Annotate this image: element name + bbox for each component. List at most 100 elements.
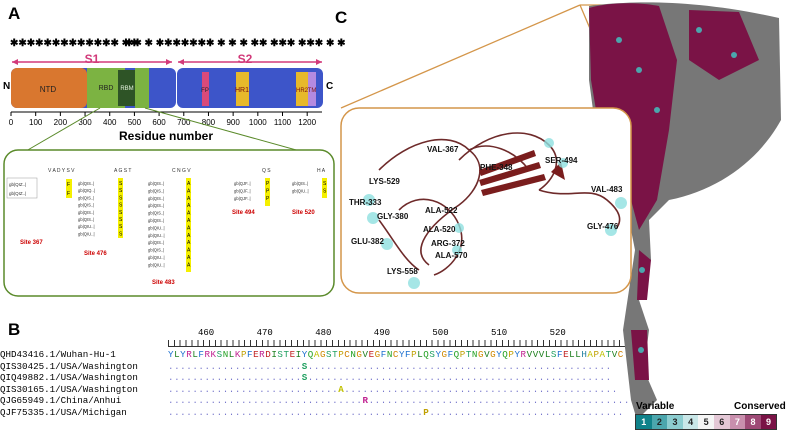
legend-grade-6: 6 (713, 415, 730, 429)
axis-tick-label: 0 (9, 118, 14, 127)
axis-tick-label: 200 (54, 118, 68, 127)
rbm-domain (118, 70, 136, 106)
s1-label: S1 (85, 52, 100, 66)
sequence-name: QJF75335.1/USA/Michigan (0, 406, 127, 418)
sequence-name: QHD43416.1/Wuhan-Hu-1 (0, 349, 116, 360)
site-seq-id: gb|QJF..| (234, 196, 251, 201)
ruler-position: 470 (256, 328, 273, 338)
site-seq-id: gb|QIS..| (148, 240, 164, 245)
sequence-residues: ......................S.................… (168, 372, 612, 383)
ruler-position: 510 (491, 328, 508, 338)
site-seq-id: gb|QIS..| (148, 196, 164, 201)
ruler-position: 520 (549, 328, 566, 338)
residue-label: LYS-558 (387, 267, 418, 276)
sequence-name: QJG65949.1/China/Anhui (0, 395, 122, 406)
residue-label: ALA-522 (425, 206, 458, 215)
domain-map: ✱✱✱✱✱✱✱✱✱✱✱✱✱ ✱✱ ✱✱ ✱ ✱✱✱✱✱✱✱ ✱ ✱ ✱ ✱✱ ✱… (3, 38, 345, 297)
site-seq-id: gb|QIS..| (78, 217, 94, 222)
site-476-label: Site 476 (84, 251, 107, 257)
svg-text:F: F (67, 182, 70, 188)
axis-tick-label: 800 (202, 118, 216, 127)
site-seq-id: gb|QJF..| (234, 181, 251, 186)
axis-tick-label: 1200 (298, 118, 316, 127)
site-substitution: A (187, 218, 191, 224)
sequence-name: QIS30425.1/USA/Washington (0, 360, 138, 372)
ruler-position: 480 (315, 328, 332, 338)
site-seq-id: gb|QIU..| (78, 231, 95, 236)
site-483-block: C N G V gb|QIS..| Agb|QIS..| Agb|QIS..| Agb… (148, 168, 191, 286)
residue-label: LYS-529 (369, 177, 400, 186)
sequence-residues: ................................R.......… (168, 395, 630, 406)
svg-text:F: F (67, 191, 70, 197)
panel-b-label: B (8, 320, 21, 339)
legend-grade-2: 2 (651, 415, 668, 429)
sequence-residues: ............................A...........… (168, 383, 618, 395)
legend-grade-9: 9 (760, 415, 777, 429)
site-seq-id: gb|QIU..| (148, 255, 165, 260)
site-substitution: A (187, 181, 191, 187)
sequence-name: QIS30165.1/USA/Washington (0, 383, 138, 395)
residue-label: ALA-520 (423, 225, 456, 234)
svg-text:Q S: Q S (262, 168, 271, 174)
residue-label: GLU-382 (351, 237, 384, 246)
rbd-label: RBD (99, 85, 114, 92)
site-520-label: Site 520 (292, 210, 315, 216)
residue-label: VAL-367 (427, 145, 459, 154)
ruler-position: 490 (373, 328, 390, 338)
site-seq-id: gb|QIS..| (148, 211, 164, 216)
site-seq-id: gb|QIS..| (148, 181, 164, 186)
legend-variable-label: Variable (636, 401, 675, 412)
tm-label: TM (308, 88, 317, 94)
s2-bar (177, 68, 323, 108)
alignment-row: QJF75335.1/USA/Michigan.................… (0, 407, 640, 418)
site-substitution: S (323, 188, 327, 194)
spike-surface-model (589, 2, 781, 421)
site-seq-id: gb|QIS..| (78, 195, 94, 200)
site-seq-id: gb|QIS..| (148, 218, 164, 223)
site-substitution: A (187, 233, 191, 239)
site-substitution: S (119, 181, 123, 187)
ntd-domain (11, 68, 87, 108)
alignment-row: QIS30165.1/USA/Washington...............… (0, 384, 640, 395)
site-substitution: A (187, 188, 191, 194)
axis-tick-label: 900 (226, 118, 240, 127)
svg-text:gb|QIZ..|: gb|QIZ..| (9, 182, 26, 187)
site-substitution: A (187, 211, 191, 217)
site-substitution: S (119, 203, 123, 209)
ruler-position: 460 (198, 328, 215, 338)
hr2-domain (296, 72, 308, 106)
s2-label: S2 (238, 52, 253, 66)
fp-label: FP (201, 88, 209, 94)
rbm-label: RBM (120, 86, 133, 92)
site-seq-id: gb|QIU..| (78, 224, 95, 229)
site-substitution: A (187, 248, 191, 254)
residue-label: GLY-476 (587, 222, 619, 231)
svg-text:C N G V: C N G V (172, 168, 191, 174)
site-seq-id: gb|QIS..| (78, 181, 94, 186)
ntd-label: NTD (40, 85, 57, 94)
axis-tick-label: 300 (78, 118, 92, 127)
site-substitution: S (119, 210, 123, 216)
site-seq-id: gb|QJF..| (234, 188, 251, 193)
site-367-block: V A D Y S V gb|QIZ..| gb|QIZ..| F F Site… (6, 168, 75, 246)
legend-grade-5: 5 (698, 415, 714, 429)
n-terminal-label: N (3, 81, 10, 92)
site-seq-id: gb|QIS..| (148, 203, 164, 208)
alignment-row: QIQ49882.1/USA/Washington...............… (0, 372, 640, 383)
site-520-block: H A gb|QIS..|Sgb|QIU..|S Site 520 (292, 168, 327, 216)
legend-grade-7: 7 (729, 415, 746, 429)
star-markers-2: ✱✱ ✱ ✱✱✱✱✱✱✱ ✱ ✱ ✱ ✱✱ ✱✱✱ ✱✱✱ ✱ ✱ ✱ ✱✱✱ … (125, 38, 345, 49)
site-seq-id: gb|QIU..| (148, 262, 165, 267)
site-substitution: P (266, 181, 270, 187)
site-483-label: Site 483 (152, 280, 175, 286)
site-substitution: P (266, 196, 270, 202)
axis-tick-label: 500 (128, 118, 142, 127)
hr2-label: HR2 (296, 88, 309, 94)
site-substitution: A (187, 203, 191, 209)
site-seq-id: gb|QIS..| (148, 188, 164, 193)
site-seq-id: gb|QIU..| (148, 225, 165, 230)
